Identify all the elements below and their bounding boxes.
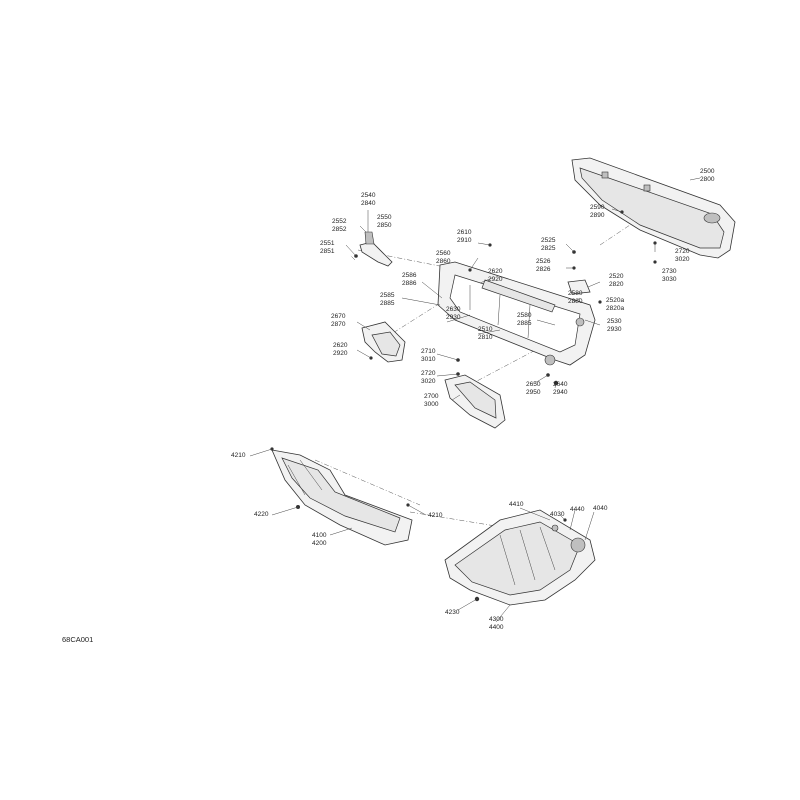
leader-lines: [249, 177, 701, 623]
callout-4230: 4230: [445, 609, 460, 616]
right-skid-plate: [444, 509, 596, 606]
figure-code: 68CA001: [62, 635, 94, 644]
callout-4210-right: 4210: [428, 512, 443, 519]
callout-4440: 4440: [570, 506, 585, 513]
callout-4210-left: 4210: [231, 452, 246, 459]
callout-4220: 4220: [254, 511, 269, 518]
left-skid-plate: [271, 449, 413, 546]
hinge-2520: [567, 279, 591, 295]
door-frame: [437, 261, 596, 366]
callout-4030: 4030: [550, 511, 565, 518]
callout-4410: 4410: [509, 501, 524, 508]
fasteners: [270, 210, 657, 602]
side-panel-upper-right: [571, 157, 736, 259]
left-bracket: [361, 321, 406, 363]
lower-bracket: [444, 374, 506, 429]
callout-4040: 4040: [593, 505, 608, 512]
latch-lever: [359, 231, 393, 267]
